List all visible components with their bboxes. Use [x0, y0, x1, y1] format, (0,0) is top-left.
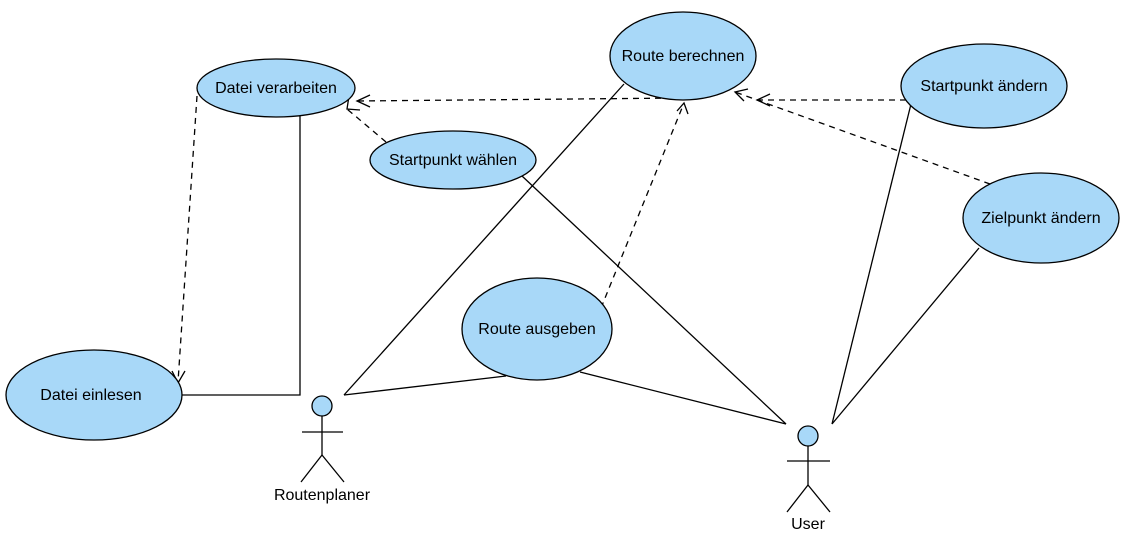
actor-routenplaner-head	[311, 395, 333, 417]
use-case-route-berechnen[interactable]: Route berechnen	[609, 11, 757, 101]
use-case-startpunkt-aendern-shape	[900, 43, 1068, 129]
use-case-datei-verarbeiten-label: Datei verarbeiten	[215, 80, 337, 97]
arrowhead-to-datei-verarbeiten-a	[355, 94, 371, 108]
use-case-datei-verarbeiten-shape	[196, 58, 356, 118]
use-case-startpunkt-aendern[interactable]: Startpunkt ändern	[900, 43, 1068, 129]
actor-routenplaner[interactable]: Routenplaner	[274, 395, 371, 504]
use-case-zielpunkt-aendern-label: Zielpunkt ändern	[981, 210, 1100, 227]
actor-user-head	[797, 425, 819, 447]
use-case-route-ausgeben-shape	[461, 277, 613, 381]
actor-user-leg-right	[807, 484, 831, 513]
dependencies	[177, 91, 991, 383]
use-case-zielpunkt-aendern[interactable]: Zielpunkt ändern	[962, 172, 1120, 264]
actor-routenplaner-label: Routenplaner	[274, 487, 371, 504]
associations	[182, 83, 980, 425]
use-case-route-ausgeben-label: Route ausgeben	[478, 321, 595, 338]
arrowhead-to-route-berechnen-b	[755, 93, 771, 107]
actor-routenplaner-leg-left	[300, 454, 323, 483]
assoc-routenplaner-route-ausgeben	[343, 375, 507, 396]
actor-user-label: User	[791, 516, 825, 533]
use-case-startpunkt-waehlen-label: Startpunkt wählen	[389, 152, 517, 169]
actor-user-leg-left	[786, 484, 809, 513]
dep-datei-verarbeiten-datei-einlesen	[177, 95, 198, 383]
assoc-routenplaner-route-berechnen	[343, 83, 625, 396]
use-case-startpunkt-waehlen-shape	[369, 130, 537, 190]
dep-zielpunkt-aendern-route-berechnen	[734, 91, 991, 185]
dep-route-berechnen-datei-verarbeiten	[356, 97, 684, 102]
use-case-datei-einlesen-shape	[5, 349, 183, 441]
arrowhead-to-route-berechnen-c	[733, 88, 749, 102]
dep-route-ausgeben-route-berechnen	[600, 102, 685, 309]
use-case-startpunkt-waehlen[interactable]: Startpunkt wählen	[369, 130, 537, 190]
use-case-datei-einlesen[interactable]: Datei einlesen	[5, 349, 183, 441]
assoc-user-startpunkt-waehlen	[521, 175, 787, 425]
use-case-datei-verarbeiten[interactable]: Datei verarbeiten	[196, 58, 356, 118]
use-case-route-berechnen-shape	[609, 11, 757, 101]
arrowhead-to-route-berechnen-a	[676, 101, 689, 115]
use-case-route-berechnen-label: Route berechnen	[622, 48, 745, 65]
assoc-user-route-ausgeben	[579, 371, 787, 425]
actor-routenplaner-leg-right	[321, 454, 345, 483]
assoc-routenplaner-datei-einlesen	[182, 116, 301, 396]
assoc-user-zielpunkt-aendern	[831, 247, 980, 425]
dep-startpunkt-waehlen-datei-verarbeiten	[346, 108, 387, 143]
use-case-zielpunkt-aendern-shape	[962, 172, 1120, 264]
use-case-route-ausgeben[interactable]: Route ausgeben	[461, 277, 613, 381]
assoc-user-startpunkt-aendern	[831, 103, 912, 425]
actor-user[interactable]: User	[786, 425, 831, 533]
use-case-datei-einlesen-label: Datei einlesen	[40, 387, 141, 404]
use-case-startpunkt-aendern-label: Startpunkt ändern	[920, 78, 1047, 95]
